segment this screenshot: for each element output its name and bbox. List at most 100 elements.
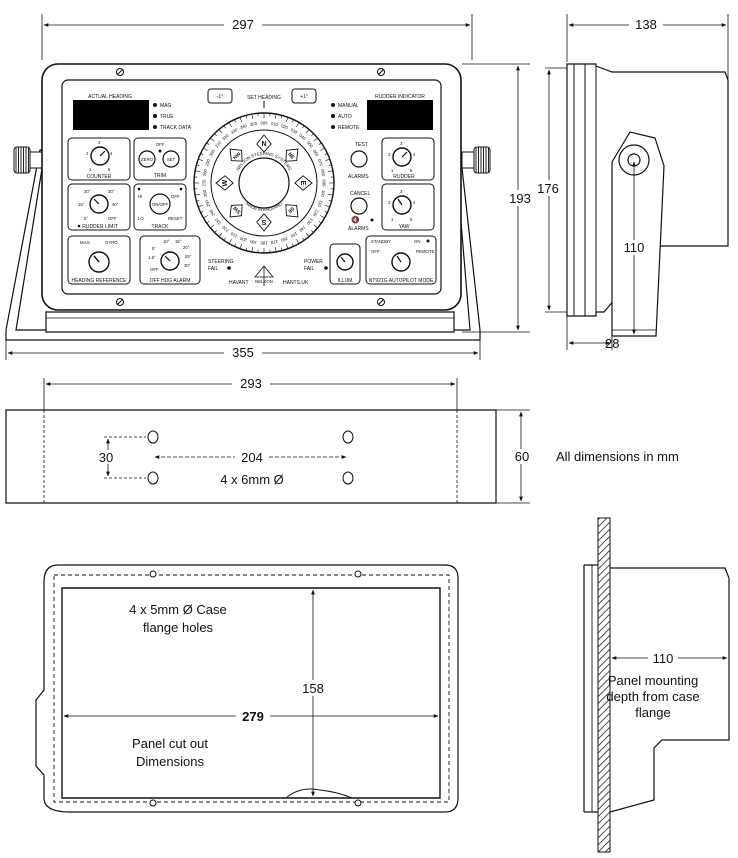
compass-tick [240,244,242,249]
counter-scale-2: 2 [86,151,89,156]
steering-fail-1: STEERING [208,259,234,265]
bracket-plan-view: 293 30 204 4 x 6mm Ø 60 All dimensions i… [6,376,679,503]
mode-indicators: MANUAL AUTO REMOTE [331,103,360,131]
dim-label-138: 138 [635,17,657,32]
compass-point-diamond [286,149,298,161]
test-button[interactable] [351,151,367,167]
compass-degree-label: 230 [213,217,222,226]
dim-label-279: 279 [242,709,264,724]
led-label-true: TRUE [160,114,174,120]
autopilot-mode-title: NT921G AUTOPILOT MODE [369,278,434,284]
rl-5: 5° [84,216,88,221]
compass-tick [320,216,324,219]
rl-off: OFF [108,216,117,221]
compass-degree-label: 170 [270,239,278,245]
compass-tick [311,230,313,232]
steering-fail-led [227,266,231,270]
compass-tick [297,239,300,243]
compass-tick [219,233,222,237]
compass-point-s: S [257,214,271,231]
dim-label-297: 297 [232,17,254,32]
compass-tick [325,153,328,154]
heading-reference-title: HEADING REFERENCE [71,278,127,284]
rudder-scale-3: 3 [400,141,403,146]
alarm-25: 25° [185,254,192,259]
compass-tick [286,117,288,122]
counter-title: COUNTER [87,174,112,180]
dim-label-293: 293 [240,376,262,391]
counter-control: 2 3 4 1 5 COUNTER [68,138,130,180]
off-heading-alarm-title: OFF HDG ALARM [150,278,191,284]
left-clamp-knob [14,147,42,173]
compass-point-label: SE [286,205,295,214]
zero-button[interactable] [139,151,155,167]
rudder-limit-control: 20° 30° 15° 40° 5° OFF RUDDER LIMIT [68,184,130,230]
dim-label-204: 204 [241,450,263,465]
mode-standby: STANDBY [371,239,391,244]
compass-tick [292,120,293,123]
mode-off: OFF [371,249,380,254]
flange-hole [150,571,156,577]
heading-source-indicators: MAG TRUE TRACK DATA [153,103,192,131]
compass-tick [306,233,309,237]
dim-label-176: 176 [537,181,559,196]
compass-point-label: NE [286,152,296,162]
zero-label: ZERO [141,157,154,162]
test-label: TEST [355,142,368,148]
plus-one-button[interactable] [292,89,316,103]
compass-tick [325,159,330,161]
compass-tick [314,138,318,141]
compass-tick [195,194,200,195]
track-reset-label: RESET [168,216,183,221]
compass-point-diamond [286,205,298,217]
compass-tick [201,211,204,212]
compass-tick [201,153,204,154]
front-view: 297 ACTUAL HEADING RUDDER INDICATOR [6,14,533,360]
dim-bracket-length: 293 [44,376,457,412]
cancel-button[interactable] [351,198,367,214]
flange-hole [355,571,361,577]
nelson-logo: NELSON [255,266,273,286]
mount-depth-label-3: flange [635,705,670,720]
compass-tick [246,115,247,118]
minus-one-button[interactable] [208,89,232,103]
dim-bracket-width: 355 [6,340,480,360]
mode-on: ON [414,239,420,244]
dim-label-158: 158 [302,681,324,696]
counter-scale-4: 4 [110,151,113,156]
mode-remote-pos: REMOTE [416,249,435,254]
mounting-hole [148,472,158,484]
compass-tick [246,248,247,251]
alarm-30: 30° [184,263,191,268]
set-button[interactable] [163,151,179,167]
compass-point-n: N [257,135,271,152]
compass-tick [210,225,214,228]
compass-degree-label: 010 [271,121,279,127]
compass-degree-label: 240 [208,208,216,217]
compass-point-ne: NE [286,149,298,161]
compass-tick [219,129,222,133]
compass-tick [328,171,333,172]
dim-label-110-side: 110 [624,240,645,255]
power-fail-1: POWER [304,259,323,265]
rudder-limit-title: RUDDER LIMIT [82,224,118,230]
dim-front-height: 193 [462,64,533,332]
led-label-mag: MAG [160,103,172,109]
compass-tick [319,221,321,223]
mode-auto: AUTO [338,114,352,120]
compass-tick [215,230,217,232]
set-heading-title: SET HEADING [247,95,281,101]
power-fail-led [324,266,328,270]
rudder-scale-4: 4 [413,152,416,157]
compass-degree-label: 100 [320,190,326,198]
rudder-title: RUDDER [393,174,415,180]
alarms-label-2: ALARMS [348,226,369,232]
dim-side-depth: 138 [567,14,728,80]
alarm-test-controls: TEST ALARMS CANCEL 🔇 ALARMS [348,142,374,232]
alarm-1-5: 1.5° [148,255,156,260]
compass-degree-label: 150 [289,231,298,239]
illum-title: ILLUM [338,278,353,284]
track-on-off-button[interactable] [150,194,170,214]
flange-hole [150,800,156,806]
